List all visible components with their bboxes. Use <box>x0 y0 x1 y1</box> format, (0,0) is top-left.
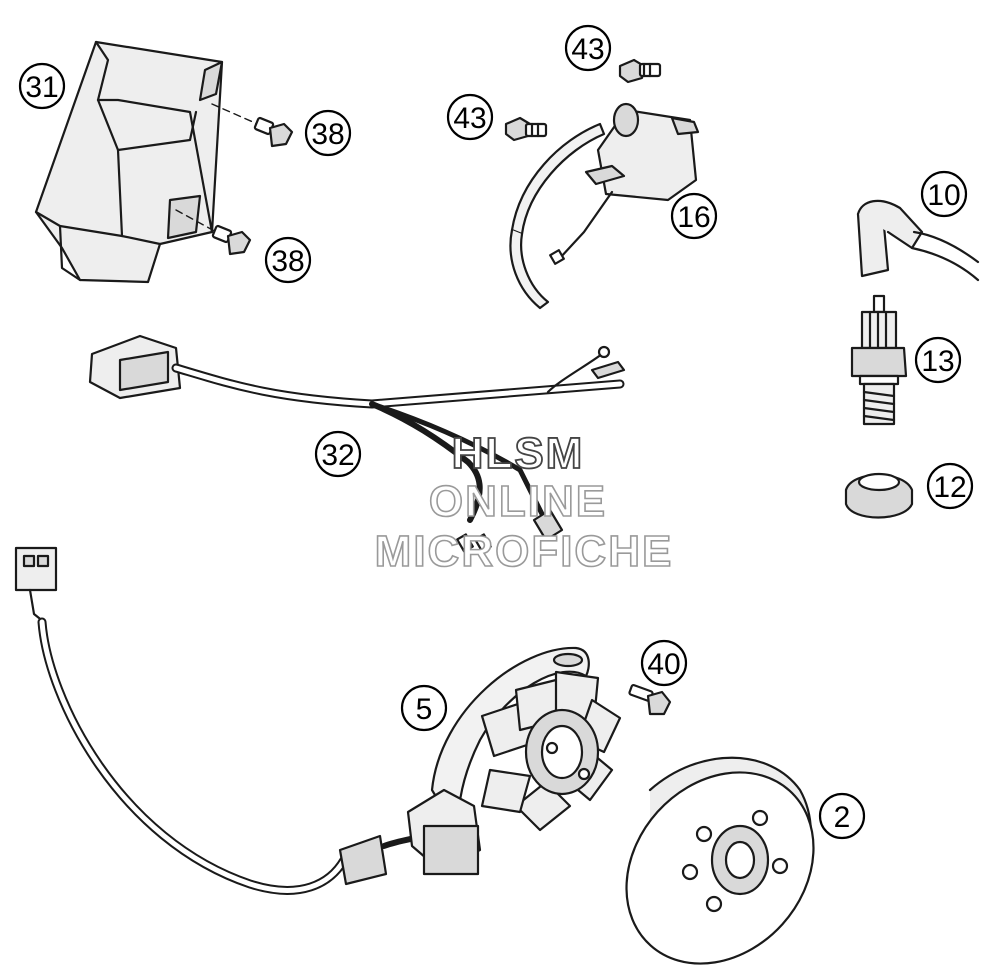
watermark: HLSM ONLINE MICROFICHE <box>374 428 674 577</box>
svg-text:2: 2 <box>834 801 851 834</box>
watermark-line-2: ONLINE <box>429 477 607 526</box>
bolt-38-upper-part <box>211 103 294 148</box>
callout-2: 2 <box>818 792 866 840</box>
watermark-line-3: MICROFICHE <box>375 527 674 576</box>
callout-43-lower: 43 <box>446 93 494 141</box>
stator-part <box>406 646 622 876</box>
callout-31: 31 <box>18 62 66 110</box>
spark-plug-part <box>850 294 908 426</box>
watermark-line-1: HLSM <box>452 429 585 478</box>
callout-12: 12 <box>926 462 974 510</box>
stator-cable-part <box>14 546 433 895</box>
svg-text:40: 40 <box>647 648 680 681</box>
cdi-unit-part <box>34 40 224 284</box>
svg-text:16: 16 <box>677 201 710 234</box>
bolt-43-lower-part <box>504 116 548 142</box>
callout-5: 5 <box>400 684 448 732</box>
svg-text:31: 31 <box>25 71 58 104</box>
svg-text:43: 43 <box>453 102 486 135</box>
bolt-38-lower-part <box>175 209 252 256</box>
svg-text:32: 32 <box>321 439 354 472</box>
svg-text:12: 12 <box>933 471 966 504</box>
spark-plug-boot-part <box>844 472 914 519</box>
callout-38-upper: 38 <box>304 109 352 157</box>
callout-32: 32 <box>314 430 362 478</box>
flywheel-part <box>625 756 815 965</box>
ignition-coil-part <box>509 102 700 310</box>
wiring-harness-part <box>88 334 626 553</box>
svg-text:38: 38 <box>311 118 344 151</box>
callout-16: 16 <box>670 192 718 240</box>
svg-text:38: 38 <box>271 245 304 278</box>
svg-text:43: 43 <box>571 33 604 66</box>
callout-38-lower: 38 <box>264 236 312 284</box>
bolt-43-upper-part <box>618 58 662 84</box>
callout-10: 10 <box>920 170 968 218</box>
svg-text:10: 10 <box>927 179 960 212</box>
callout-43-upper: 43 <box>564 24 612 72</box>
callout-40: 40 <box>640 639 688 687</box>
svg-text:13: 13 <box>921 345 954 378</box>
bolt-40-part <box>628 684 672 716</box>
callout-13: 13 <box>914 336 962 384</box>
spark-plug-cap-part <box>856 199 980 282</box>
svg-text:5: 5 <box>416 693 433 726</box>
